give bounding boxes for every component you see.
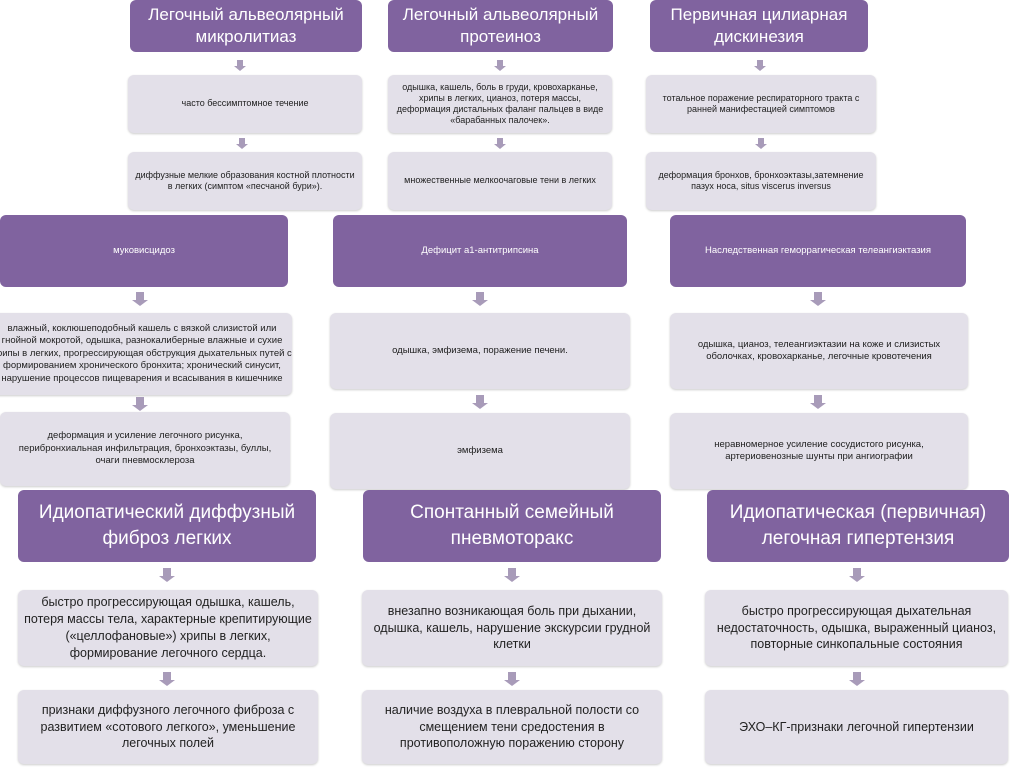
step-box: одышка, кашель, боль в груди, кровохарка… [388, 75, 612, 133]
title-microlithiasis: Легочный альвеолярный микролитиаз [130, 0, 362, 52]
step-box: признаки диффузного легочного фиброза с … [18, 690, 318, 764]
step-box: ЭХО–КГ-признаки легочной гипертензии [705, 690, 1008, 764]
step-box: быстро прогрессирующая одышка, кашель, п… [18, 590, 318, 666]
title-a1-antitrypsin: Дефицит а1-антитрипсина [333, 215, 627, 287]
step-box: одышка, цианоз, телеангиэктазии на коже … [670, 313, 968, 389]
title-cystic-fibrosis: муковисцидоз [0, 215, 288, 287]
title-pulmonary-hypertension: Идиопатическая (первичная) легочная гипе… [707, 490, 1009, 562]
step-box: тотальное поражение респираторного тракт… [646, 75, 876, 133]
step-box: деформация и усиление легочного рисунка,… [0, 412, 290, 486]
step-box: наличие воздуха в плевральной полости со… [362, 690, 662, 764]
step-box: деформация бронхов, бронхоэктазы,затемне… [646, 152, 876, 210]
step-box: эмфизема [330, 413, 630, 489]
title-idiopathic-fibrosis: Идиопатический диффузный фиброз легких [18, 490, 316, 562]
step-box: одышка, эмфизема, поражение печени. [330, 313, 630, 389]
step-box: внезапно возникающая боль при дыхании, о… [362, 590, 662, 666]
title-pneumothorax: Спонтанный семейный пневмоторакс [363, 490, 661, 562]
title-proteinosis: Легочный альвеолярный протеиноз [388, 0, 613, 52]
step-box: влажный, коклюшеподобный кашель с вязкой… [0, 313, 292, 395]
title-hht: Наследственная геморрагическая телеангиэ… [670, 215, 966, 287]
title-ciliary-dyskinesia: Первичная цилиарная дискинезия [650, 0, 868, 52]
step-box: часто бессимптомное течение [128, 75, 362, 133]
step-box: неравномерное усиление сосудистого рисун… [670, 413, 968, 489]
step-box: диффузные мелкие образования костной пло… [128, 152, 362, 210]
step-box: множественные мелкоочаговые тени в легки… [388, 152, 612, 210]
step-box: быстро прогрессирующая дыхательная недос… [705, 590, 1008, 666]
